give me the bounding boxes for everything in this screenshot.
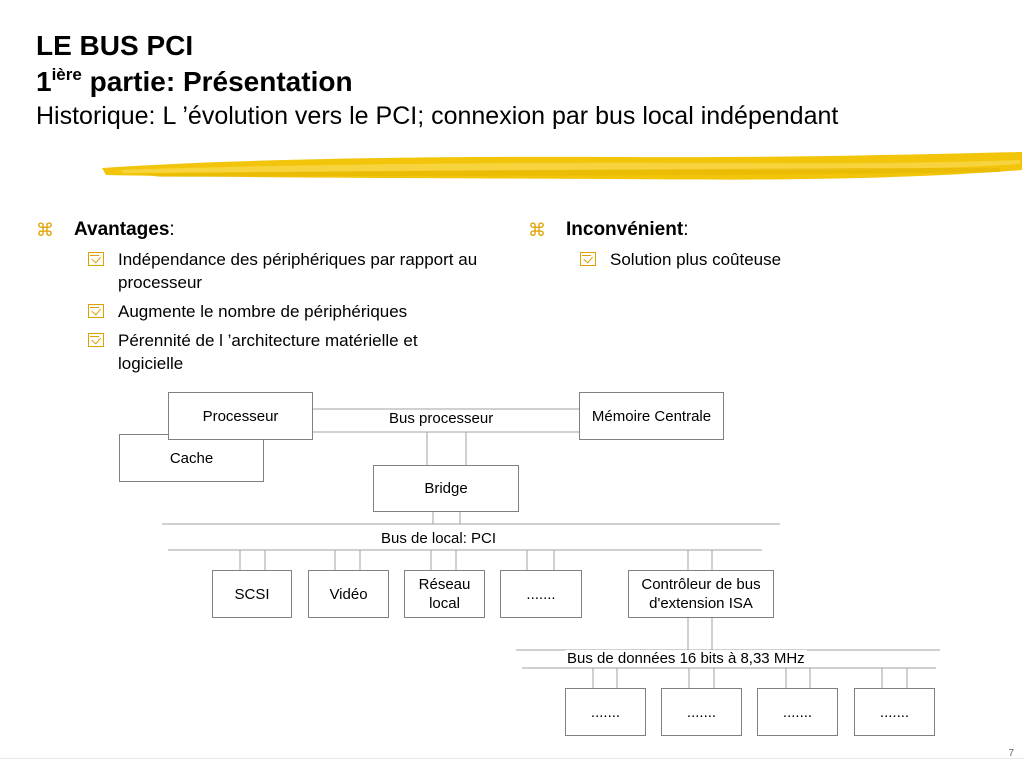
processor-bus-label: Bus processeur xyxy=(387,410,496,427)
isa-device-label: ....... xyxy=(879,703,910,721)
network-label-line2: local xyxy=(429,595,460,612)
network-label-line1: Réseau xyxy=(418,576,471,593)
bridge-box: Bridge xyxy=(373,465,519,512)
network-box: Réseau local xyxy=(404,570,485,618)
disadvantages-colon: : xyxy=(683,219,689,240)
isa-device-label: ....... xyxy=(782,703,813,721)
isa-controller-label-line1: Contrôleur de bus xyxy=(641,576,761,593)
list-item-text: Augmente le nombre de périphériques xyxy=(118,302,408,321)
page-number: 7 xyxy=(1008,748,1014,759)
disadvantages-label: Inconvénient xyxy=(566,219,684,240)
memory-label: Mémoire Centrale xyxy=(591,407,712,425)
disadvantages-section: ⌘ Inconvénient: Solution plus coûteuse xyxy=(528,218,948,271)
list-item-text: Indépendance des périphériques par rappo… xyxy=(118,250,478,292)
list-item-text: Solution plus coûteuse xyxy=(610,250,782,269)
title-superscript: ière xyxy=(51,65,82,84)
advantages-colon: : xyxy=(169,219,175,240)
pci-bus-label: Bus de local: PCI xyxy=(379,530,499,547)
list-item: Indépendance des périphériques par rappo… xyxy=(88,248,486,294)
list-item-text: Pérennité de l ’architecture matérielle … xyxy=(118,331,418,373)
isa-bus-label: Bus de données 16 bits à 8,33 MHz xyxy=(565,650,807,667)
scsi-label: SCSI xyxy=(234,585,270,603)
title-line-2: 1ière partie: Présentation xyxy=(36,66,838,104)
memory-box: Mémoire Centrale xyxy=(579,392,724,440)
title-line-1: LE BUS PCI xyxy=(36,30,194,61)
checkbox-bullet-icon xyxy=(88,333,104,347)
processor-label: Processeur xyxy=(202,407,279,425)
advantages-heading: ⌘ Avantages: xyxy=(36,218,486,242)
isa-device-box: ....... xyxy=(757,688,838,736)
list-item: Pérennité de l ’architecture matérielle … xyxy=(88,329,486,375)
command-bullet-icon: ⌘ xyxy=(36,220,54,240)
command-bullet-icon: ⌘ xyxy=(528,220,546,240)
isa-device-box: ....... xyxy=(854,688,935,736)
disadvantages-heading: ⌘ Inconvénient: xyxy=(528,218,948,242)
video-box: Vidéo xyxy=(308,570,389,618)
slide-subtitle: Historique: L ’évolution vers le PCI; co… xyxy=(36,102,839,130)
isa-device-label: ....... xyxy=(590,703,621,721)
scsi-box: SCSI xyxy=(212,570,292,618)
pci-other-box: ....... xyxy=(500,570,582,618)
footer-divider xyxy=(0,758,1024,759)
title-rest: partie: Présentation xyxy=(81,66,353,97)
video-label: Vidéo xyxy=(329,585,368,603)
cache-label: Cache xyxy=(169,449,214,467)
isa-controller-label-line2: d'extension ISA xyxy=(649,595,753,612)
bridge-label: Bridge xyxy=(424,480,468,497)
advantages-label: Avantages xyxy=(74,219,170,240)
isa-device-box: ....... xyxy=(661,688,742,736)
title-number: 1 xyxy=(36,66,52,97)
isa-device-label: ....... xyxy=(686,703,717,721)
checkbox-bullet-icon xyxy=(88,252,104,266)
processor-box: Processeur xyxy=(168,392,313,440)
isa-device-box: ....... xyxy=(565,688,646,736)
advantages-section: ⌘ Avantages: Indépendance des périphériqu… xyxy=(36,218,486,375)
pci-other-label: ....... xyxy=(526,585,556,603)
list-item: Augmente le nombre de périphériques xyxy=(88,300,486,323)
brush-stroke-divider xyxy=(102,152,1022,180)
checkbox-bullet-icon xyxy=(88,304,104,318)
cache-box: Cache xyxy=(119,434,264,482)
slide-title: LE BUS PCI 1ière partie: Présentation Hi… xyxy=(36,32,838,129)
list-item: Solution plus coûteuse xyxy=(580,248,948,271)
isa-controller-box: Contrôleur de bus d'extension ISA xyxy=(628,570,774,618)
checkbox-bullet-icon xyxy=(580,252,596,266)
